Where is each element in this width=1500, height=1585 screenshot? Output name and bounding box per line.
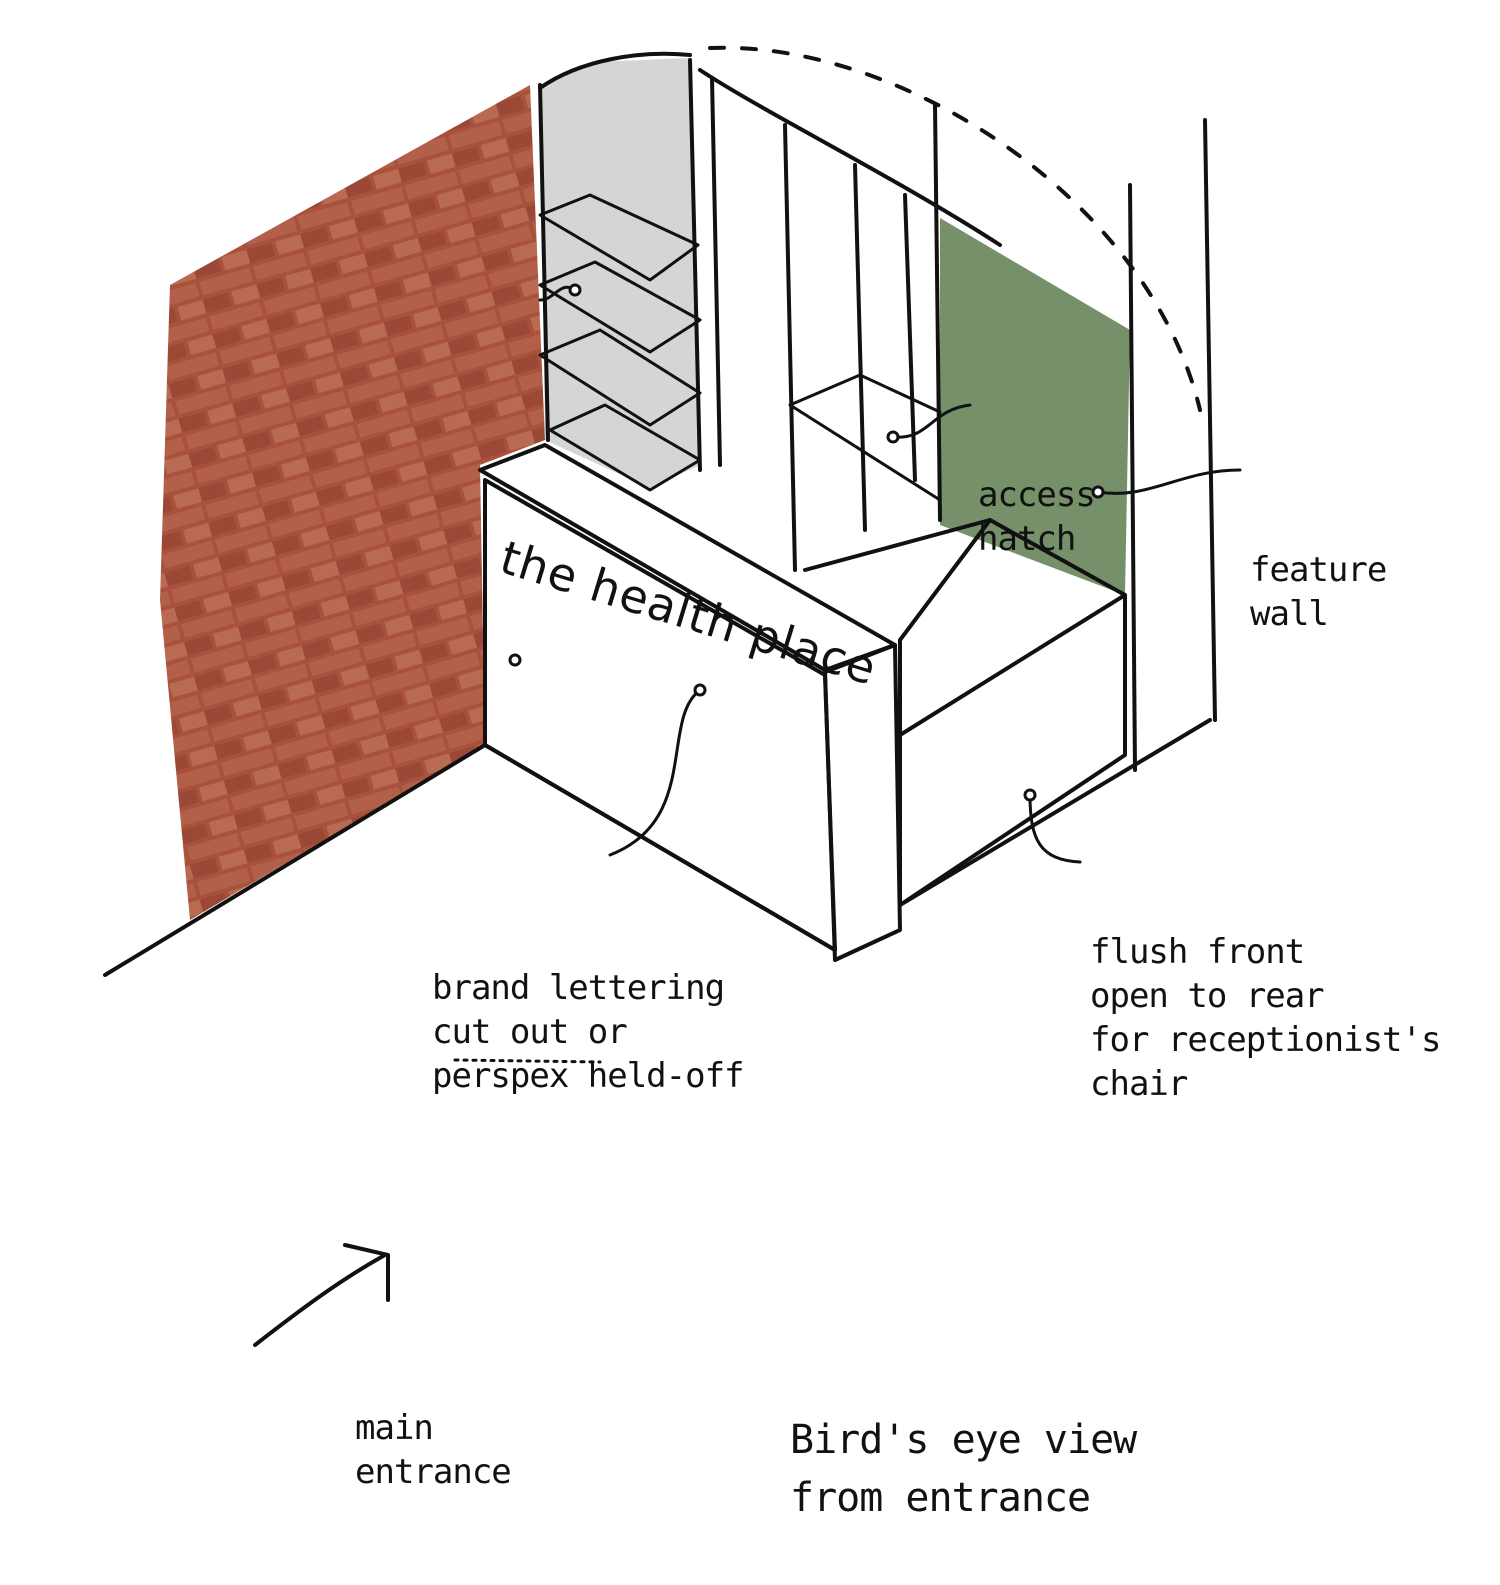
flush-front-desk — [898, 518, 1127, 907]
entrance-arrow-icon — [253, 1243, 390, 1347]
feature-wall-panel — [940, 218, 1130, 595]
pencil-marks — [453, 1058, 602, 1064]
reception-sketch — [103, 45, 1242, 1347]
brick-wall — [160, 85, 545, 920]
structure-lines — [103, 45, 1217, 977]
leader-lines — [508, 283, 1242, 864]
